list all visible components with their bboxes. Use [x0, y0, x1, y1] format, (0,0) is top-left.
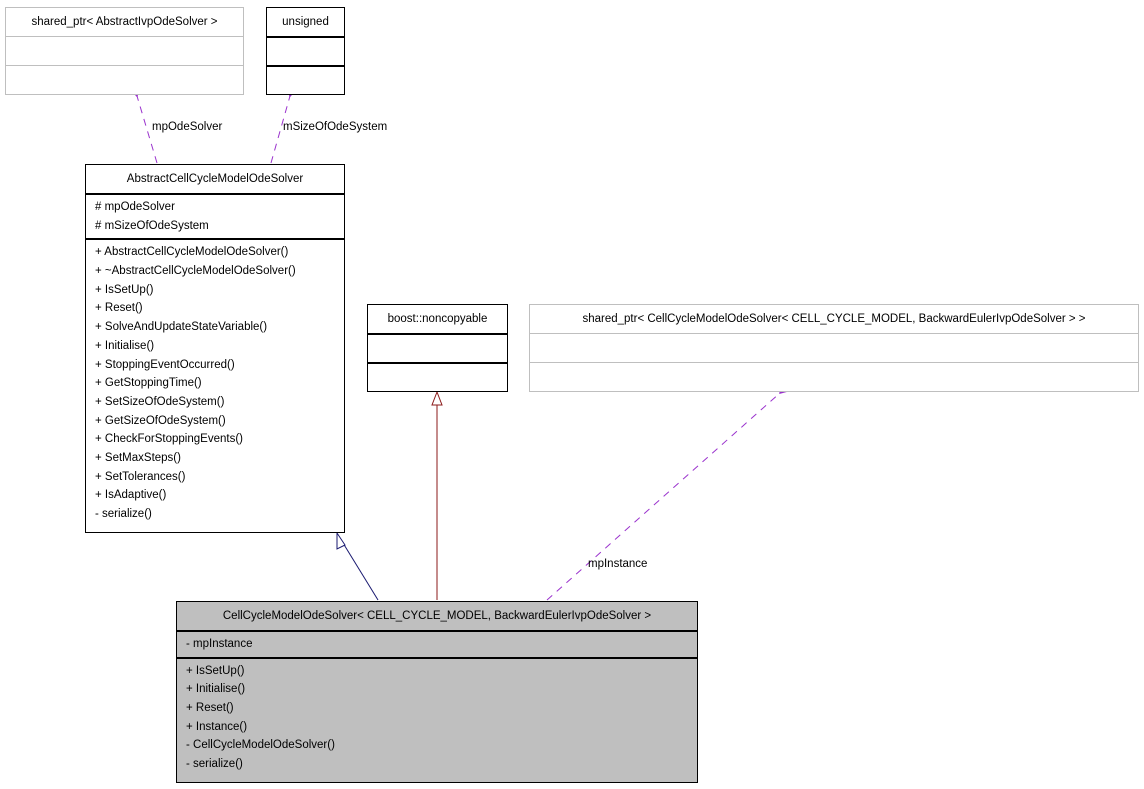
edge-label-mpinstance: mpInstance	[588, 558, 648, 570]
method-item: - serialize()	[186, 758, 243, 771]
attributes-section	[368, 333, 507, 362]
method-item: + IsAdaptive()	[95, 489, 167, 502]
class-shared-ptr-abstract-ivp-ode-solver[interactable]: shared_ptr< AbstractIvpOdeSolver >	[5, 7, 244, 95]
method-item: + SetMaxSteps()	[95, 451, 181, 464]
method-item: + Reset()	[186, 702, 234, 715]
edge-label-msizeofodesystem: mSizeOfOdeSystem	[283, 121, 388, 133]
method-item: + SetTolerances()	[95, 470, 186, 483]
class-cell-cycle-model-ode-solver[interactable]: CellCycleModelOdeSolver< CELL_CYCLE_MODE…	[176, 601, 698, 783]
inherit-arrow-noncopyable	[431, 390, 443, 406]
methods-section: + AbstractCellCycleModelOdeSolver() + ~Ab…	[86, 238, 344, 526]
method-item: + ~AbstractCellCycleModelOdeSolver()	[95, 265, 296, 278]
class-boost-noncopyable[interactable]: boost::noncopyable	[367, 304, 508, 392]
method-item: - serialize()	[95, 508, 152, 520]
attribute-item: - mpInstance	[186, 638, 253, 650]
attributes-section: - mpInstance	[177, 630, 697, 657]
attributes-section	[6, 36, 243, 65]
class-abstract-cell-cycle-model-ode-solver[interactable]: AbstractCellCycleModelOdeSolver # mpOdeSo…	[85, 164, 345, 533]
class-title: shared_ptr< AbstractIvpOdeSolver >	[31, 16, 218, 28]
class-title: boost::noncopyable	[387, 313, 488, 325]
attributes-section	[530, 333, 1138, 362]
methods-section	[368, 362, 507, 391]
class-shared-ptr-cell-cycle-model-ode-solver[interactable]: shared_ptr< CellCycleModelOdeSolver< CEL…	[529, 304, 1139, 392]
class-title: unsigned	[282, 16, 329, 28]
inherit-arrow-abstract	[336, 531, 346, 550]
method-item: + Initialise()	[186, 683, 246, 696]
method-item: + SolveAndUpdateStateVariable()	[95, 321, 268, 334]
class-title: AbstractCellCycleModelOdeSolver	[126, 173, 304, 185]
methods-section: + IsSetUp() + Initialise() + Reset() + Inst…	[177, 656, 697, 777]
method-item: + Initialise()	[95, 339, 155, 352]
methods-section	[267, 65, 344, 94]
edge-msizeofodesystem	[270, 96, 290, 164]
class-title: shared_ptr< CellCycleModelOdeSolver< CEL…	[582, 313, 1086, 325]
edge-mpodesolver	[137, 96, 158, 164]
method-item: + Reset()	[95, 302, 143, 315]
methods-section	[530, 362, 1138, 391]
method-item: + GetSizeOfOdeSystem()	[95, 414, 226, 427]
edge-label-mpodesolver: mpOdeSolver	[152, 121, 223, 133]
edge-mpinstance	[546, 393, 780, 601]
method-item: + IsSetUp()	[95, 283, 154, 296]
class-unsigned[interactable]: unsigned	[266, 7, 345, 95]
method-item: + AbstractCellCycleModelOdeSolver()	[95, 246, 289, 259]
method-item: + Instance()	[186, 720, 248, 733]
method-item: + StoppingEventOccurred()	[95, 358, 235, 371]
attributes-section	[267, 36, 344, 65]
method-item: - CellCycleModelOdeSolver()	[186, 739, 335, 752]
method-item: + GetStoppingTime()	[95, 377, 202, 390]
method-item: + SetSizeOfOdeSystem()	[95, 395, 225, 408]
methods-section	[6, 65, 243, 94]
attribute-item: # mSizeOfOdeSystem	[95, 219, 209, 232]
edge-inherit-abstract	[342, 542, 379, 601]
class-title: CellCycleModelOdeSolver< CELL_CYCLE_MODE…	[222, 610, 652, 622]
attribute-item: # mpOdeSolver	[95, 201, 175, 213]
method-item: + CheckForStoppingEvents()	[95, 433, 243, 446]
attributes-section: # mpOdeSolver # mSizeOfOdeSystem	[86, 193, 344, 238]
method-item: + IsSetUp()	[186, 664, 245, 677]
